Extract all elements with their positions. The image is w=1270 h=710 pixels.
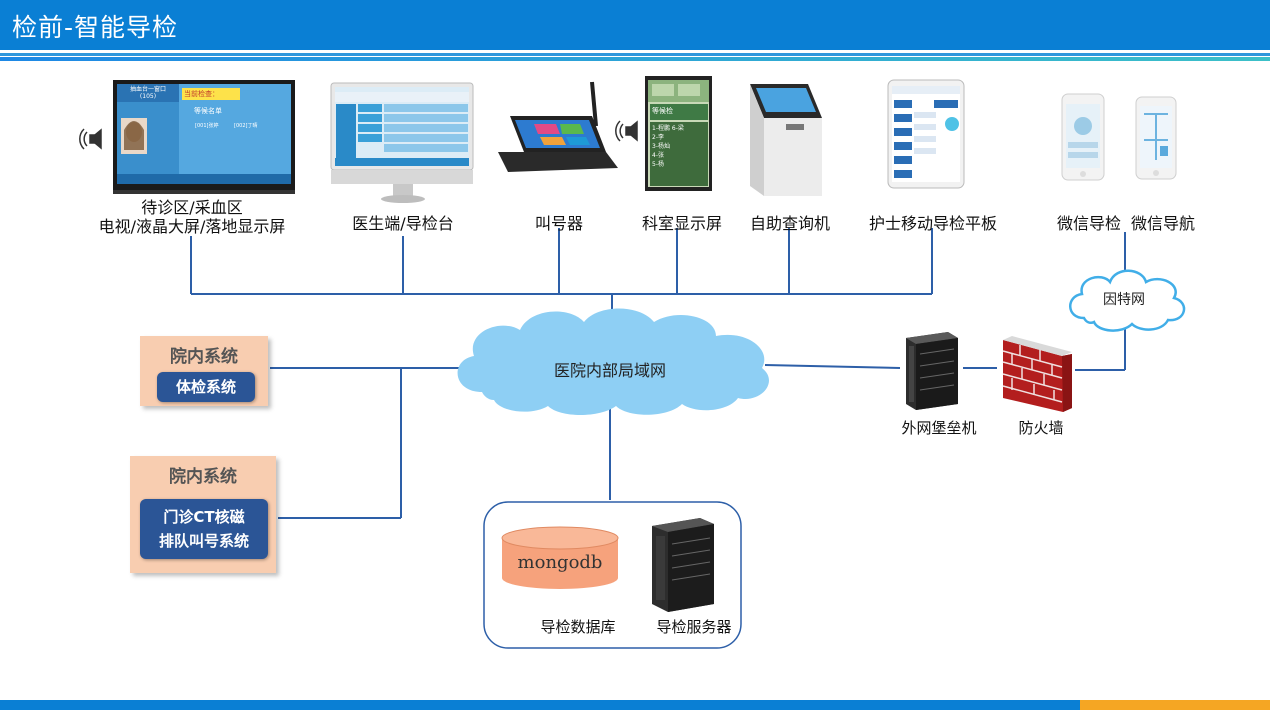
nurse-tablet-device xyxy=(887,79,965,189)
waiting-screen-queue-a: [001]张婷 xyxy=(195,123,219,129)
waiting-screen-queue-b: [002]丁晴 xyxy=(234,123,258,129)
page-title: 检前-智能导检 xyxy=(12,13,179,42)
waiting-screen-window-no: (105) xyxy=(139,93,157,100)
footer-bar xyxy=(0,700,1080,710)
caller-label: 叫号器 xyxy=(534,214,583,233)
wechat-check-phone xyxy=(1061,93,1105,181)
dept-display-item: 5-杨 xyxy=(652,161,664,168)
speaker-icon-left xyxy=(79,128,102,150)
dept-display-label: 科室显示屏 xyxy=(641,214,722,233)
firewall-icon xyxy=(1002,336,1072,412)
internet-label: 因特网 xyxy=(1103,292,1145,308)
server-label: 导检服务器 xyxy=(656,618,732,636)
wechat-nav-label: 微信导航 xyxy=(1130,214,1195,233)
hospital-system-box-2: 院内系统 门诊CT核磁 排队叫号系统 xyxy=(130,456,276,573)
kiosk-device xyxy=(750,84,822,196)
server-icon xyxy=(652,518,714,612)
doctor-station-device xyxy=(330,82,474,203)
dept-display-device xyxy=(645,76,712,191)
waiting-screen-label: 待诊区/采血区 电视/液晶大屏/落地显示屏 xyxy=(96,198,288,236)
outpatient-queue-line1: 门诊CT核磁 xyxy=(163,508,245,526)
dept-display-item: 3-杨灿 xyxy=(652,143,670,150)
bastion-label: 外网堡垒机 xyxy=(901,419,977,437)
internet-cloud xyxy=(1069,269,1186,332)
db-cylinder xyxy=(501,526,619,589)
waiting-screen-current: 当前检查： xyxy=(184,90,219,98)
header-bar xyxy=(0,0,1270,50)
dept-display-item: 4-张 xyxy=(652,152,664,159)
hospital-system-title-1: 院内系统 xyxy=(170,347,238,367)
waiting-screen-queue-title: 等候名单 xyxy=(194,107,222,115)
waiting-screen-window-title: 抽血台一窗口 xyxy=(129,86,166,93)
hospital-system-box-1: 院内系统 体检系统 xyxy=(140,336,268,406)
link-lan-to-bastion xyxy=(764,364,901,369)
lan-cloud xyxy=(457,308,769,415)
dept-display-item: 6-梁 xyxy=(671,125,684,132)
wechat-check-label: 微信导检 xyxy=(1056,214,1121,233)
header-divider xyxy=(0,53,1270,56)
header-gradient-divider xyxy=(0,57,1270,61)
hospital-system-title-2: 院内系统 xyxy=(169,467,237,487)
outpatient-queue-line2: 排队叫号系统 xyxy=(158,532,249,550)
connection-lines xyxy=(190,228,1126,519)
waiting-screen-label-line1: 待诊区/采血区 xyxy=(141,198,243,217)
firewall-label: 防火墙 xyxy=(1018,419,1064,437)
db-name: mongodb xyxy=(517,552,603,573)
waiting-screen-device xyxy=(113,80,295,194)
db-label: 导检数据库 xyxy=(540,618,616,636)
dept-display-list-title: 等候检 xyxy=(652,107,673,115)
caller-device xyxy=(498,81,618,172)
wechat-nav-phone xyxy=(1135,96,1177,180)
lan-label: 医院内部局域网 xyxy=(553,361,666,380)
dept-display-item: 2-李 xyxy=(652,134,664,141)
bastion-server-icon xyxy=(906,332,958,410)
speaker-icon-dept xyxy=(615,120,638,142)
footer-accent-bar xyxy=(1080,700,1270,710)
dept-display-item: 1-程鹏 xyxy=(652,125,670,132)
nurse-tablet-label: 护士移动导检平板 xyxy=(868,214,997,233)
waiting-screen-window: 抽血台一窗口 (105) xyxy=(117,86,179,100)
outpatient-queue-system: 门诊CT核磁 排队叫号系统 xyxy=(140,499,268,559)
kiosk-label: 自助查询机 xyxy=(749,214,830,233)
doctor-station-label: 医生端/导检台 xyxy=(352,214,454,233)
dept-display-list: 1-程鹏 6-梁 2-李 3-杨灿 4-张 5-杨 xyxy=(652,124,708,169)
physical-exam-system: 体检系统 xyxy=(157,372,255,402)
waiting-screen-label-line2: 电视/液晶大屏/落地显示屏 xyxy=(98,217,286,236)
